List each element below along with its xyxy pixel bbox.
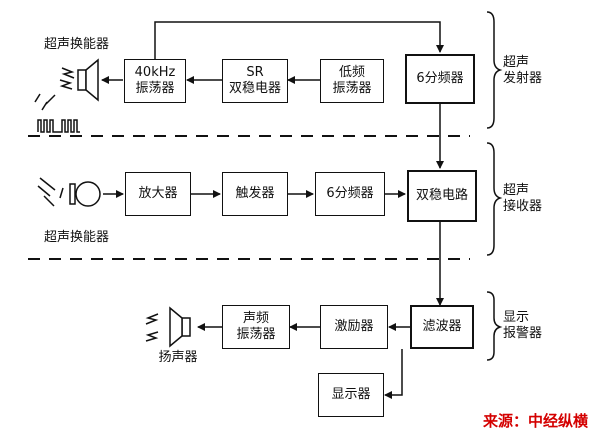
transmit-transducer-icon [34, 58, 99, 111]
transducer-top-label: 超声换能器 [44, 37, 110, 52]
transducer-bottom-label: 超声换能器 [44, 230, 110, 245]
lowfreq-line2: 振荡器 [332, 81, 372, 96]
arrow-filter-to-display [384, 349, 403, 399]
bracket-rx [486, 142, 503, 256]
bistable-label: 双稳电路 [415, 188, 468, 203]
tx-group-label: 超声 发射器 [503, 55, 559, 87]
bracket-tx [486, 11, 503, 129]
alarm-group-line2: 报警器 [503, 326, 543, 341]
speaker-icon [145, 306, 191, 348]
low-freq-osc-block: 低频振荡器 [320, 59, 384, 103]
tx-group-line1: 超声 [503, 55, 530, 70]
display-block: 显示器 [318, 373, 384, 417]
filter-label: 滤波器 [422, 319, 462, 334]
bistable-circuit-block: 双稳电路 [407, 170, 477, 222]
rx-group-line2: 接收器 [503, 199, 543, 214]
driver-label: 激励器 [334, 319, 374, 334]
bracket-alarm [486, 291, 503, 361]
audio-line1: 声频 [242, 311, 269, 326]
lowfreq-line1: 低频 [338, 65, 365, 80]
arrow-osc40k-to-div6 [154, 21, 444, 60]
osc-40khz-line2: 振荡器 [135, 81, 175, 96]
display-label: 显示器 [331, 387, 371, 402]
tx-group-line2: 发射器 [503, 71, 543, 86]
audio-osc-block: 声频振荡器 [222, 305, 290, 349]
source-watermark: 来源：中经纵横 [482, 412, 588, 430]
trigger-block: 触发器 [222, 172, 288, 216]
sr-line2: 双稳电器 [228, 81, 281, 96]
div6-rx-label: 6分频器 [326, 186, 374, 201]
pulse-train-icon [37, 119, 80, 133]
trigger-label: 触发器 [235, 186, 275, 201]
alarm-group-label: 显示 报警器 [503, 310, 559, 342]
alarm-group-line1: 显示 [503, 310, 530, 325]
sr-line1: SR [246, 65, 264, 80]
amp-label: 放大器 [138, 186, 178, 201]
div6-tx-label: 6分频器 [416, 71, 464, 86]
driver-block: 激励器 [320, 305, 388, 349]
filter-block: 滤波器 [410, 305, 474, 349]
rx-group-line1: 超声 [503, 183, 530, 198]
audio-line2: 振荡器 [236, 327, 276, 342]
amplifier-block: 放大器 [125, 172, 191, 216]
receive-transducer-icon [37, 177, 101, 207]
rx-group-label: 超声 接收器 [503, 183, 559, 215]
divider6-tx-block: 6分频器 [405, 54, 475, 104]
divider6-rx-block: 6分频器 [315, 172, 385, 216]
speaker-label: 扬声器 [158, 350, 198, 365]
osc-40khz-line1: 40kHz [134, 65, 176, 80]
